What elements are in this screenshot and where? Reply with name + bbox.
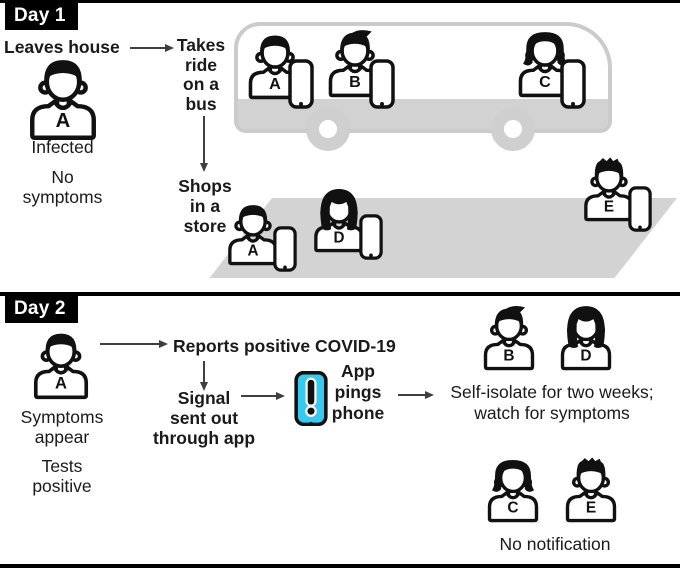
bus-passenger-c-icon: C [512, 27, 578, 98]
label-no-notification: No notification [499, 534, 611, 554]
svg-text:B: B [349, 73, 361, 91]
person-to-report-arrow-icon [100, 340, 168, 348]
svg-text:A: A [56, 110, 71, 132]
phone-icon [271, 226, 299, 272]
unnotified-person-c-icon: C [482, 455, 544, 523]
label-no-symptoms: No symptoms [5, 167, 120, 207]
text-line: Shops [178, 176, 232, 196]
text-line: store [183, 216, 227, 236]
label-reports-positive: Reports positive COVID-19 [173, 336, 396, 356]
label-takes-ride: Takes ride on a bus [171, 35, 231, 114]
text-line: App [340, 361, 376, 381]
store-shopper-a-icon: A [222, 199, 284, 266]
label-infected: Infected [31, 137, 94, 157]
alert-phone-icon [290, 371, 332, 426]
text-line: Signal [177, 388, 231, 408]
notified-person-d-icon: D [555, 303, 617, 371]
section-divider [0, 292, 680, 296]
store-shopper-e-icon: E [578, 155, 640, 222]
bus-to-store-arrow-icon [200, 116, 208, 172]
text-line: Self-isolate for two weeks; [450, 382, 654, 402]
phone-icon [558, 59, 588, 109]
svg-text:D: D [580, 347, 591, 364]
text-line: watch for symptoms [474, 403, 630, 423]
phone-icon [357, 214, 385, 260]
svg-text:C: C [507, 499, 518, 516]
phone-icon [626, 186, 654, 232]
text-line: phone [331, 403, 385, 423]
bus-wheel-front-icon [306, 107, 350, 151]
text-line: positive [32, 476, 92, 496]
svg-text:D: D [334, 230, 345, 247]
text-line: Symptoms [20, 407, 104, 427]
report-to-signal-arrow-icon [200, 361, 208, 391]
unnotified-person-e-icon: E [560, 455, 622, 523]
notified-person-b-icon: B [478, 303, 540, 371]
text-line: appear [34, 427, 90, 447]
label-leaves-house: Leaves house [4, 37, 120, 57]
text-line: No [51, 167, 74, 187]
bottom-border [0, 564, 680, 568]
label-self-isolate: Self-isolate for two weeks; watch for sy… [424, 382, 680, 424]
svg-text:A: A [248, 243, 259, 260]
text-line: Tests [41, 456, 83, 476]
leaves-to-bus-arrow-icon [130, 44, 174, 52]
day2-badge: Day 2 [5, 296, 78, 323]
text-line: pings [334, 382, 382, 402]
svg-text:A: A [55, 374, 67, 393]
label-tests-positive: Tests positive [2, 456, 122, 496]
svg-text:B: B [503, 347, 514, 364]
text-line: in a [189, 196, 221, 216]
text-line: through app [152, 428, 256, 448]
text-line: Takes [176, 35, 226, 55]
ping-to-isolate-arrow-icon [398, 391, 434, 399]
svg-text:C: C [539, 73, 551, 91]
store-shopper-d-icon: D [308, 186, 370, 253]
svg-text:A: A [269, 75, 281, 93]
text-line: bus [185, 93, 217, 114]
svg-text:E: E [604, 199, 614, 216]
day2-badge-label: Day 2 [14, 298, 66, 319]
text-line: ride [184, 54, 218, 75]
label-signal-sent: Signal sent out through app [134, 388, 274, 448]
day2-person-a-icon: A [27, 327, 95, 400]
signal-to-phone-arrow-icon [241, 392, 285, 400]
label-symptoms-appear: Symptoms appear [2, 407, 122, 447]
day1-badge: Day 1 [5, 3, 78, 30]
label-shops-in-store: Shops in a store [163, 176, 247, 236]
svg-text:E: E [586, 499, 596, 516]
label-app-pings-phone: App pings phone [318, 361, 398, 424]
top-border [0, 0, 680, 3]
phone-icon [367, 59, 397, 109]
bus-passenger-a-icon: A [242, 29, 308, 100]
phone-icon [286, 59, 316, 109]
infected-person-a-icon: A [22, 52, 104, 141]
text-line: on a [183, 74, 219, 94]
day1-badge-label: Day 1 [14, 5, 66, 26]
bus-wheel-rear-icon [491, 107, 535, 151]
text-line: sent out [169, 408, 239, 428]
text-line: symptoms [22, 187, 103, 207]
bus-passenger-b-icon: B [322, 27, 388, 98]
